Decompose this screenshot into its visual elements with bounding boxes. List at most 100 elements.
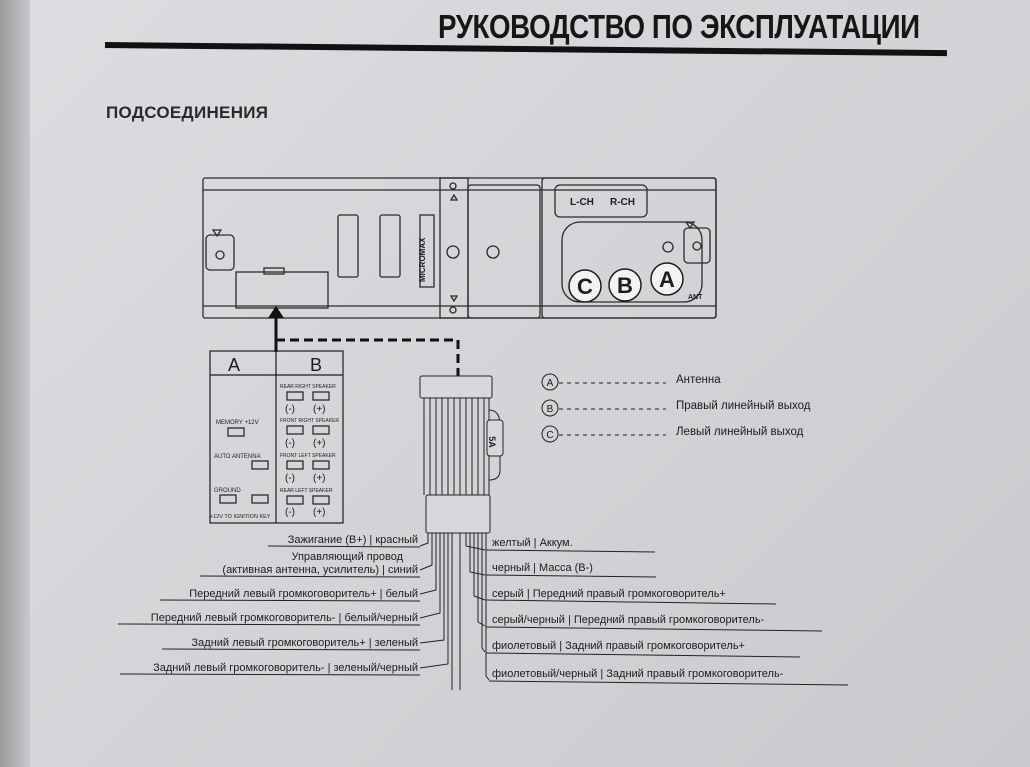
- clip-right-hole: [692, 241, 702, 251]
- iso-connector: [209, 350, 344, 524]
- triangle-mark-left: [211, 229, 223, 238]
- wire-left-5-line: [161, 648, 421, 651]
- rca-panel: [561, 221, 703, 303]
- unit-outline: [202, 177, 717, 319]
- legend-a-circle: [541, 373, 559, 391]
- wire-left-2a: Управляющий провод: [291, 551, 403, 563]
- block-b-title: B: [310, 355, 322, 375]
- rear-right-label: REAR RIGHT SPEAKER: [280, 384, 336, 390]
- dashed-connector-line: [276, 338, 460, 378]
- pin-ignition: [251, 494, 269, 504]
- minus-3: (-): [285, 473, 295, 484]
- brand-stamp-box: [419, 214, 435, 288]
- legend-b-circle: [541, 399, 559, 417]
- rear-left-label: REAR LEFT SPEAKER: [280, 488, 333, 494]
- front-right-label: FRONT RIGHT SPEAKER: [280, 418, 339, 424]
- rca-c-circle: [568, 269, 602, 303]
- head-unit: [202, 177, 717, 319]
- fuse-rating: 5A: [487, 436, 497, 448]
- arrow-head: [268, 306, 284, 318]
- harness-wires-right: [459, 533, 490, 690]
- minus-2: (-): [285, 438, 295, 449]
- connector-arrow: [268, 306, 460, 378]
- manual-title: РУКОВОДСТВО ПО ЭКСПЛУАТАЦИИ: [438, 8, 920, 45]
- wire-right-6: фиолетовый/черный | Задний правый громко…: [492, 668, 784, 680]
- mount-hole: [446, 245, 460, 259]
- pin-b-8: [312, 495, 330, 505]
- output-legend: A Антенна B Правый линейный выход C Левы…: [541, 373, 811, 443]
- rca-c-letter: C: [577, 274, 593, 299]
- pin-b-1: [286, 391, 304, 401]
- wire-right-4: серый/черный | Передний правый громкогов…: [492, 614, 765, 626]
- clip-left-hole: [215, 250, 225, 260]
- pin-b-2: [312, 391, 330, 401]
- memory-label: MEMORY +12V: [216, 420, 259, 426]
- rca-b-circle: [608, 268, 642, 302]
- channel-left-label: L-CH: [570, 197, 594, 208]
- triangle-mark-top: [449, 193, 459, 201]
- minus-1: (-): [285, 404, 295, 415]
- wire-left-3: Передний левый громкоговоритель+ | белый: [189, 588, 418, 600]
- wire-right-2-line: [485, 574, 657, 578]
- wire-labels-left: Зажигание (В+) | красный Управляющий про…: [117, 534, 421, 676]
- legend-b-text: Правый линейный выход: [676, 400, 811, 412]
- triangle-mark-right: [684, 221, 696, 230]
- wire-left-6: Задний левый громкоговоритель- | зеленый…: [153, 662, 418, 674]
- plus-3: (+): [313, 473, 326, 484]
- wire-labels-right: желтый | Аккум. черный | Масса (В-) серы…: [485, 537, 849, 686]
- clip-right: [683, 227, 711, 264]
- pin-memory: [227, 427, 245, 437]
- brand-stamp: MICROMAX: [418, 237, 427, 282]
- wire-left-4: Передний левый громкоговоритель- | белый…: [151, 612, 418, 624]
- iso-socket: [235, 271, 329, 309]
- rca-outputs: C B A ANT: [568, 262, 703, 303]
- harness-wires-upper: [423, 398, 490, 495]
- pin-b-4: [312, 425, 330, 435]
- rca-a-circle: [650, 262, 684, 296]
- wire-left-1: Зажигание (В+) | красный: [288, 534, 418, 546]
- ground-label: GROUND: [214, 488, 241, 494]
- pin-auto-antenna: [251, 460, 269, 470]
- plus-4: (+): [313, 507, 326, 518]
- front-left-label: FRONT LEFT SPEAKER: [280, 453, 336, 459]
- wire-left-2-line: [199, 575, 421, 578]
- wire-right-2: черный | Масса (В-): [492, 562, 593, 574]
- wire-left-4-line: [117, 623, 421, 626]
- legend-c-text: Левый линейный выход: [676, 426, 804, 438]
- wire-left-3-line: [159, 599, 421, 602]
- legend-c-circle: [541, 425, 559, 443]
- wire-left-2b: (активная антенна, усилитель) | синий: [222, 564, 418, 576]
- clip-left: [205, 234, 235, 271]
- auto-antenna-label: AUTO ANTENNA: [214, 454, 261, 460]
- harness-wires-left: [419, 533, 453, 690]
- unit-bracket-mid: [467, 184, 541, 319]
- minus-4: (-): [285, 507, 295, 518]
- ignition-label: +12V TO IGNITION KEY: [210, 514, 271, 520]
- unit-bracket-left: [439, 177, 469, 319]
- legend-a-letter: A: [547, 378, 554, 389]
- harness-plug: [419, 375, 493, 399]
- rear-hole: [662, 241, 674, 253]
- channel-label-box: [554, 184, 648, 218]
- wire-right-1: желтый | Аккум.: [492, 537, 573, 549]
- iso-socket-key: [263, 267, 285, 275]
- wire-right-4-line: [485, 626, 823, 632]
- fuse-holder: [486, 419, 504, 457]
- screw-bottom: [449, 306, 457, 314]
- wire-left-5: Задний левый громкоговоритель+ | зеленый: [192, 637, 418, 649]
- screw-top: [449, 182, 457, 190]
- rca-b-letter: B: [617, 273, 633, 298]
- rca-a-letter: A: [659, 267, 675, 292]
- triangle-mark-bottom: [449, 295, 459, 303]
- pin-ground: [219, 494, 237, 504]
- legend-b-letter: B: [547, 404, 554, 415]
- wire-right-5: фиолетовый | Задний правый громкоговорит…: [492, 640, 745, 652]
- plus-1: (+): [313, 404, 326, 415]
- wire-right-6-line: [488, 680, 849, 686]
- wire-harness: [419, 375, 504, 690]
- pin-b-3: [286, 425, 304, 435]
- harness-sleeve: [425, 494, 491, 534]
- slot-1: [337, 214, 359, 278]
